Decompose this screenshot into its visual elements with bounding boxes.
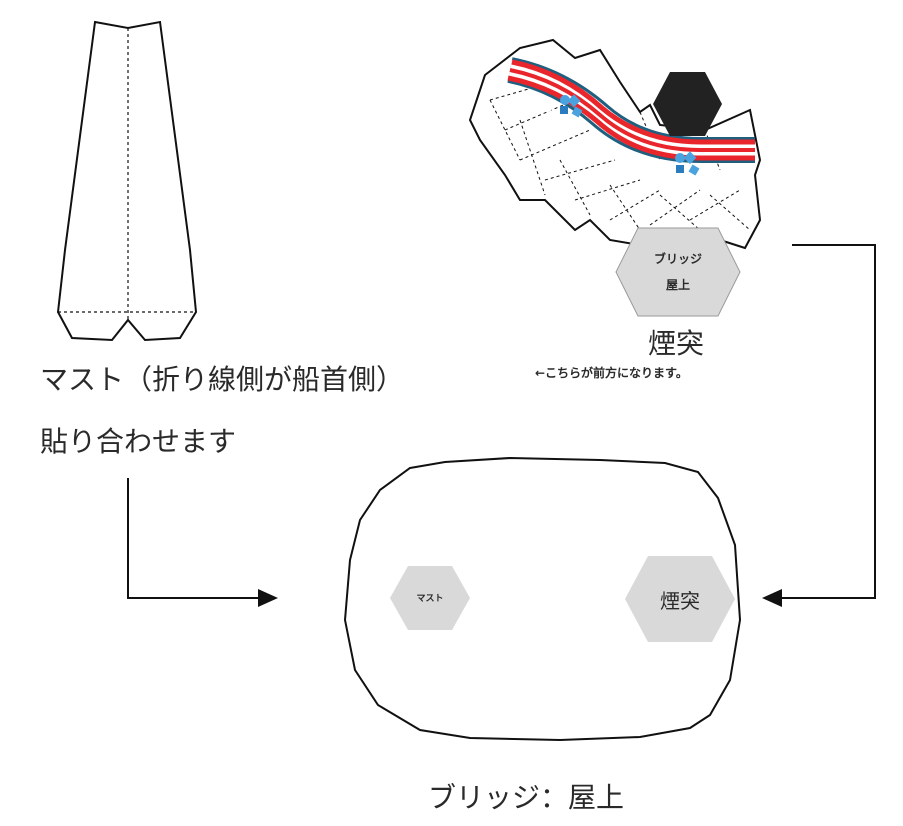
chimney-hex — [625, 556, 735, 642]
bridge-roof-hex-label-1: ブリッジ — [653, 252, 702, 266]
arrow-chimney-to-roof — [780, 244, 876, 599]
nmri-text-lower: NMRI — [674, 174, 698, 183]
bridge-roof-hex-label-2: 屋上 — [665, 278, 690, 292]
mast-piece — [56, 20, 198, 342]
mast-hex-label: マスト — [416, 594, 444, 604]
bridge-roof-hex — [615, 227, 741, 317]
chimney-hex-label: 煙突 — [660, 589, 700, 613]
bridge-roof-piece — [343, 456, 742, 742]
front-note: ←こちらが前方になります。 — [535, 366, 688, 380]
arrow-mast-to-roof — [127, 478, 260, 599]
bridge-roof-caption: ブリッジ：屋上 — [428, 781, 625, 814]
arrowhead-right-icon — [258, 589, 278, 607]
chimney-top-hex — [653, 72, 722, 136]
mast-caption-line1: マスト（折り線側が船首側） — [40, 363, 405, 396]
chimney-net — [468, 38, 762, 317]
arrowhead-left-icon — [762, 589, 782, 607]
mast-hex — [390, 566, 470, 630]
chimney-caption: 煙突 — [648, 327, 705, 360]
mast-caption-line2: 貼り合わせます — [40, 425, 237, 458]
